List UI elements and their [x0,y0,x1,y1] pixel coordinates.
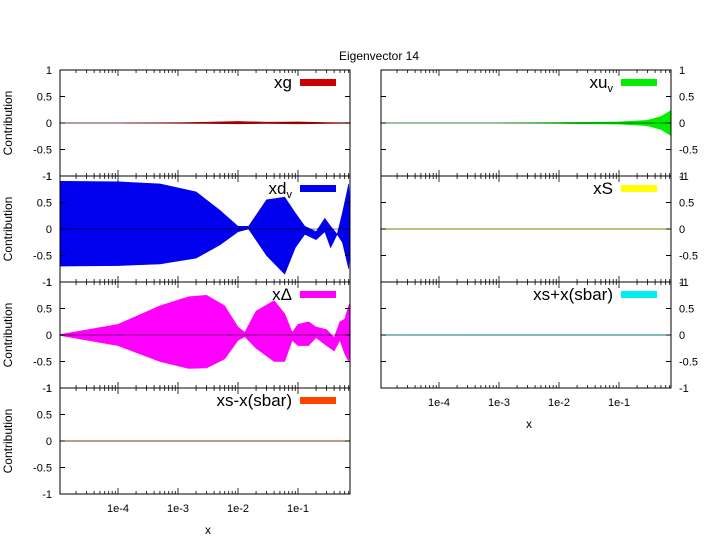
legend-swatch [621,291,657,298]
legend-label: xs-x(sbar) [216,391,292,410]
legend-label: xS [593,179,613,198]
y-tick-label: 0.5 [679,198,694,210]
legend-label: xΔ [272,285,292,304]
y-tick-label: -1 [42,171,52,183]
y-tick-label: -0.5 [679,145,698,157]
legend-swatch [300,185,336,192]
y-tick-label: 0 [679,330,685,342]
legend-label: xg [274,73,292,92]
y-tick-label: 0 [46,224,52,236]
legend-swatch [300,79,336,86]
y-tick-label: 0 [46,436,52,448]
x-tick-label: 1e-3 [488,397,510,409]
x-axis-label: x [205,523,211,537]
legend-label: xuv [590,73,614,95]
x-tick-label: 1e-4 [107,503,129,515]
y-tick-label: 0 [46,118,52,130]
y-tick-label: -1 [42,489,52,501]
panel-0: 1 0.5 0 -0.5 -1 Contribution xg [1,65,351,183]
series-band-0 [60,180,350,275]
y-tick-label: -1 [42,277,52,289]
y-tick-label: 0 [679,118,685,130]
x-tick-label: 1e-4 [428,397,450,409]
x-tick-label: 1e-3 [167,503,189,515]
plot-area [60,121,350,125]
y-tick-label: 0.5 [37,92,52,104]
legend-swatch [300,291,336,298]
series-band-0 [60,294,350,369]
panel-6: 1 0.5 0 -0.5 -1 1e-4 1e-3 1e-2 1e-1 x Contribution… [1,383,351,537]
y-tick-label: 0 [679,224,685,236]
legend-swatch [621,79,657,86]
y-axis-label: Contribution [1,303,15,368]
y-tick-label: -0.5 [679,251,698,263]
y-tick-label: -1 [679,383,689,395]
y-tick-label: -0.5 [33,145,52,157]
y-tick-label: -0.5 [33,251,52,263]
plot-area [60,294,350,369]
panel-3: 1 0.5 0 -0.5 -1 xS [380,171,698,289]
y-tick-label: -0.5 [33,463,52,475]
x-axis-label: x [526,417,532,431]
y-tick-label: 0.5 [37,410,52,422]
y-tick-label: -1 [42,383,52,395]
y-tick-label: -1 [679,277,689,289]
x-tick-label: 1e-2 [227,503,249,515]
y-tick-label: 0.5 [679,92,694,104]
y-tick-label: 1 [46,383,52,395]
x-tick-label: 1e-1 [287,503,309,515]
legend-swatch [621,185,657,192]
chart-title: Eigenvector 14 [339,49,419,63]
y-tick-label: 0.5 [679,304,694,316]
y-tick-label: -0.5 [679,357,698,369]
panel-1: 1 0.5 0 -0.5 -1 xuv [380,65,698,183]
y-tick-label: 1 [679,171,685,183]
y-tick-label: 1 [679,65,685,77]
y-tick-label: 1 [46,65,52,77]
y-tick-label: 0.5 [37,304,52,316]
y-tick-label: 1 [46,171,52,183]
y-tick-label: 0 [46,330,52,342]
y-axis-label: Contribution [1,409,15,474]
legend-label: xdv [269,179,293,201]
panel-5: 1 0.5 0 -0.5 -1 1e-4 1e-3 1e-2 1e-1 x xs+x(sbar) [380,277,698,431]
y-tick-label: 1 [679,277,685,289]
y-tick-label: -0.5 [33,357,52,369]
y-tick-label: 1 [46,277,52,289]
y-axis-label: Contribution [1,197,15,262]
y-axis-label: Contribution [1,91,15,156]
legend-label: xs+x(sbar) [533,285,613,304]
y-tick-label: -1 [679,171,689,183]
x-tick-label: 1e-2 [548,397,570,409]
y-tick-label: 0.5 [37,198,52,210]
x-tick-label: 1e-1 [608,397,630,409]
series-band-0 [60,121,350,125]
plot-area [60,180,350,275]
legend-swatch [300,397,336,404]
